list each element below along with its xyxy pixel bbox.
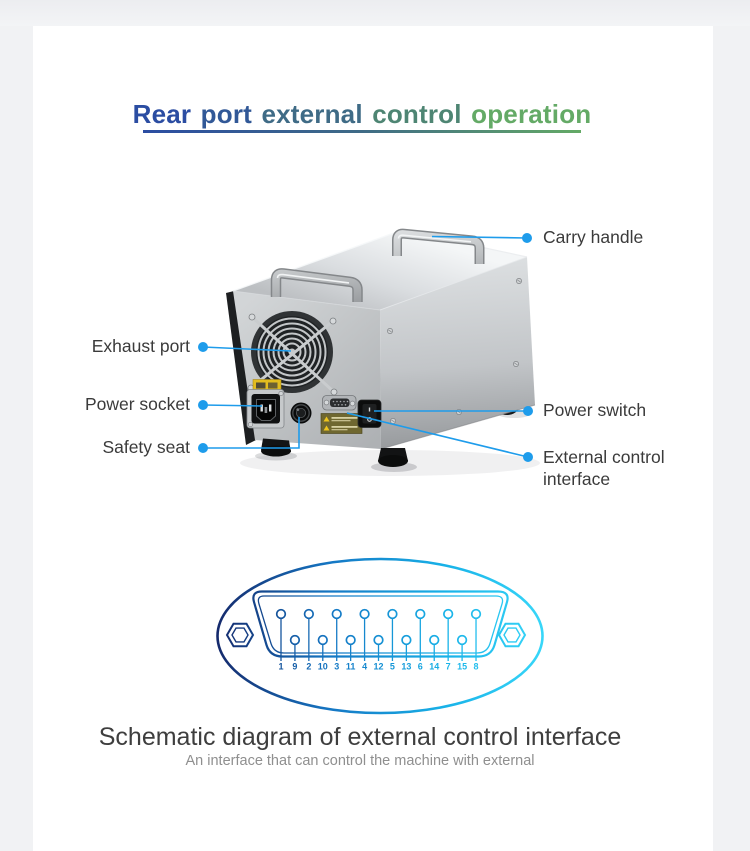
label-external-control-interface: External control interface — [543, 447, 665, 489]
pin-number: 6 — [418, 662, 423, 672]
page-title: Rear port external control operation — [0, 99, 724, 130]
warning-label-strip — [320, 413, 363, 434]
label-carry-handle: Carry handle — [543, 227, 644, 247]
pin-circle — [401, 634, 412, 646]
callout-line-power-socket — [202, 404, 263, 407]
pin-circle — [387, 608, 398, 620]
pin-number: 3 — [334, 662, 339, 672]
pin-circle — [303, 608, 315, 620]
machine-photo — [226, 228, 540, 476]
screw-hole-left — [225, 622, 255, 648]
machine-feet — [261, 438, 408, 467]
callout-dot — [198, 400, 208, 410]
pin-circle — [470, 608, 482, 620]
callout-lines — [202, 235, 529, 458]
pin-number: 13 — [401, 662, 411, 672]
carry-handle-rear — [270, 268, 363, 302]
label-power-socket: Power socket — [84, 394, 190, 414]
callout-dot — [523, 406, 533, 416]
fan-screw — [329, 317, 337, 325]
callout-dot — [522, 233, 532, 243]
edge-highlight — [379, 256, 528, 311]
callout-dot — [198, 443, 208, 453]
callout-line-safety-seat — [203, 417, 300, 449]
pin-number: 15 — [457, 662, 467, 672]
pin-number: 2 — [306, 662, 311, 672]
pin-number: 9 — [292, 662, 297, 672]
external-control-port — [322, 395, 357, 411]
callout-line-external-control — [346, 412, 529, 458]
edge-highlight — [232, 290, 381, 311]
power-switch-control — [357, 399, 382, 428]
schematic-caption: Schematic diagram of external control in… — [98, 723, 622, 751]
schematic-shell-outer — [252, 590, 509, 658]
pin-number: 8 — [474, 662, 479, 672]
pin-circle — [317, 634, 328, 646]
pin-number: 12 — [374, 662, 384, 672]
pin-number: 11 — [346, 662, 356, 672]
pin-number: 1 — [278, 662, 283, 672]
page-title-word: control — [372, 99, 470, 129]
panel-screws — [387, 278, 522, 424]
pin-circle — [456, 634, 468, 646]
page-title-word: operation — [471, 99, 592, 129]
pin-circle — [359, 608, 370, 620]
callout-dot — [523, 452, 533, 462]
pin-circle — [275, 608, 287, 620]
top-margin-band — [0, 0, 750, 26]
label-power-switch: Power switch — [543, 400, 647, 420]
machine-top-panel — [233, 230, 527, 310]
pin-circle — [415, 608, 426, 620]
right-margin-band — [713, 26, 750, 851]
pin-number: 4 — [362, 662, 367, 672]
pin-circle — [429, 634, 440, 646]
screw-hole-right — [497, 622, 527, 648]
pin-circle — [331, 608, 342, 620]
fan-screw — [248, 313, 256, 321]
callout-dot — [198, 342, 208, 352]
safety-seat-connector — [290, 402, 312, 424]
callout-line-carry-handle — [431, 235, 528, 239]
callout-line-exhaust-port — [202, 346, 292, 352]
screw-hole-right-inner — [503, 627, 521, 643]
fan-screw — [330, 388, 338, 396]
pin-circle — [373, 634, 384, 646]
pin-circle — [289, 634, 301, 646]
callout-dots — [198, 233, 533, 462]
label-safety-seat: Safety seat — [102, 437, 190, 457]
pin-number: 5 — [390, 662, 395, 672]
pin-circle — [345, 634, 356, 646]
schematic-shell-inner — [257, 595, 504, 654]
edge-highlight — [232, 229, 403, 292]
machine-side-panel — [380, 257, 535, 449]
page-title-word: Rear — [132, 99, 199, 129]
edge-shade — [380, 404, 536, 450]
exhaust-fan-grille — [247, 311, 338, 396]
pin-number: 14 — [429, 662, 439, 672]
screw-hole-left-inner — [231, 627, 249, 643]
label-exhaust-port: Exhaust port — [91, 336, 190, 356]
power-socket-assembly — [246, 389, 285, 429]
left-margin-band — [0, 26, 33, 851]
pin-number: 10 — [318, 662, 328, 672]
page-title-word: external — [261, 99, 371, 129]
page-title-word: port — [200, 99, 260, 129]
schematic-ellipse — [216, 557, 544, 715]
pin-number: 7 — [446, 662, 451, 672]
schematic-subtitle: An interface that can control the machin… — [185, 753, 535, 769]
pin-circle — [443, 608, 454, 620]
title-underline — [143, 130, 581, 133]
